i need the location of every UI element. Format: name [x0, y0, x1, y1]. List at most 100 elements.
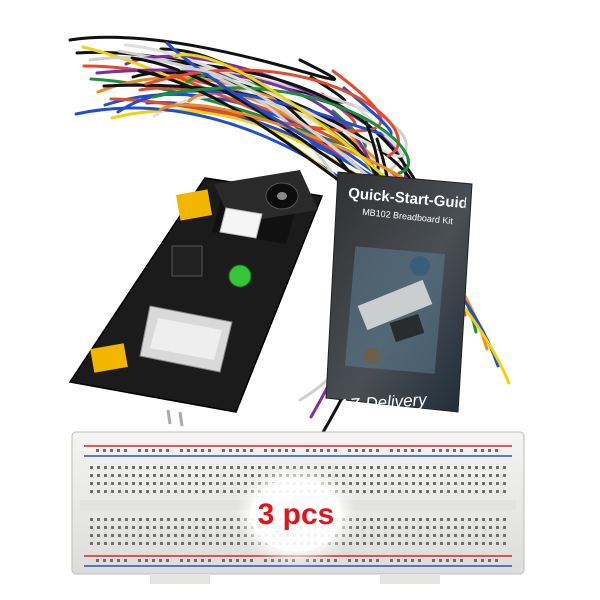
- breadboard-hole: [202, 482, 205, 485]
- rail-hole: [488, 449, 491, 452]
- breadboard-hole: [335, 542, 338, 545]
- breadboard-hole: [244, 490, 247, 493]
- breadboard-hole: [363, 534, 366, 537]
- breadboard-hole: [97, 490, 100, 493]
- breadboard-hole: [489, 474, 492, 477]
- breadboard-hole: [482, 474, 485, 477]
- breadboard-hole: [174, 482, 177, 485]
- breadboard-hole: [468, 482, 471, 485]
- breadboard-hole: [363, 542, 366, 545]
- rail-hole: [362, 559, 365, 562]
- breadboard-hole: [349, 518, 352, 521]
- rail-hole: [250, 559, 253, 562]
- breadboard-hole: [391, 490, 394, 493]
- breadboard-hole: [146, 542, 149, 545]
- breadboard-hole: [230, 534, 233, 537]
- jumper-wire: [130, 56, 380, 181]
- breadboard-hole: [503, 474, 506, 477]
- breadboard-hole: [447, 482, 450, 485]
- breadboard-hole: [153, 490, 156, 493]
- breadboard-hole: [118, 526, 121, 529]
- breadboard-hole: [251, 490, 254, 493]
- rail-hole: [145, 449, 148, 452]
- rail-hole: [404, 559, 407, 562]
- rail-hole: [306, 559, 309, 562]
- breadboard-hole: [419, 534, 422, 537]
- breadboard-hole: [195, 534, 198, 537]
- rail-hole: [222, 449, 225, 452]
- breadboard-hole: [167, 526, 170, 529]
- rail-hole: [313, 449, 316, 452]
- breadboard-hole: [496, 542, 499, 545]
- breadboard-hole: [475, 542, 478, 545]
- breadboard-hole: [468, 518, 471, 521]
- breadboard-hole: [440, 482, 443, 485]
- breadboard-hole: [384, 526, 387, 529]
- breadboard-hole: [447, 466, 450, 469]
- breadboard-hole: [132, 518, 135, 521]
- breadboard-hole: [160, 526, 163, 529]
- breadboard-hole: [125, 466, 128, 469]
- breadboard-hole: [384, 542, 387, 545]
- breadboard-hole: [412, 542, 415, 545]
- rail-hole: [481, 449, 484, 452]
- breadboard-hole: [202, 466, 205, 469]
- breadboard-hole: [468, 526, 471, 529]
- breadboard-hole: [139, 534, 142, 537]
- rail-hole: [110, 449, 113, 452]
- breadboard-hole: [118, 466, 121, 469]
- breadboard-hole: [349, 490, 352, 493]
- breadboard-hole: [489, 518, 492, 521]
- breadboard-hole: [489, 526, 492, 529]
- breadboard-hole: [426, 466, 429, 469]
- breadboard-hole: [314, 466, 317, 469]
- breadboard-hole: [181, 542, 184, 545]
- breadboard-hole: [90, 474, 93, 477]
- rail-hole: [103, 559, 106, 562]
- breadboard-hole: [258, 474, 261, 477]
- rail-hole: [439, 559, 442, 562]
- breadboard-hole: [489, 542, 492, 545]
- breadboard-hole: [216, 534, 219, 537]
- breadboard-hole: [384, 474, 387, 477]
- breadboard-hole: [377, 534, 380, 537]
- breadboard-hole: [251, 482, 254, 485]
- breadboard-hole: [300, 474, 303, 477]
- breadboard-hole: [90, 534, 93, 537]
- rail-hole: [327, 559, 330, 562]
- rail-hole: [411, 449, 414, 452]
- breadboard-hole: [251, 466, 254, 469]
- breadboard-hole: [167, 534, 170, 537]
- breadboard-hole: [195, 542, 198, 545]
- rail-hole: [453, 559, 456, 562]
- rail-hole: [404, 449, 407, 452]
- breadboard-hole: [335, 490, 338, 493]
- breadboard-hole: [125, 518, 128, 521]
- breadboard-hole: [160, 518, 163, 521]
- rail-hole: [292, 449, 295, 452]
- breadboard-hole: [279, 474, 282, 477]
- breadboard-hole: [370, 526, 373, 529]
- rail-hole: [110, 559, 113, 562]
- rail-hole: [194, 559, 197, 562]
- breadboard-hole: [188, 474, 191, 477]
- breadboard-hole: [335, 482, 338, 485]
- breadboard-hole: [356, 482, 359, 485]
- breadboard-hole: [160, 542, 163, 545]
- rail-hole: [187, 559, 190, 562]
- breadboard-hole: [447, 474, 450, 477]
- breadboard-hole: [489, 490, 492, 493]
- rail-hole: [446, 449, 449, 452]
- rail-hole: [208, 559, 211, 562]
- breadboard-hole: [209, 526, 212, 529]
- breadboard-hole: [160, 490, 163, 493]
- rail-hole: [334, 449, 337, 452]
- breadboard-hole: [251, 474, 254, 477]
- breadboard-hole: [454, 534, 457, 537]
- breadboard-hole: [377, 526, 380, 529]
- breadboard-hole: [447, 542, 450, 545]
- breadboard-hole: [419, 466, 422, 469]
- breadboard-hole: [482, 542, 485, 545]
- breadboard-hole: [468, 474, 471, 477]
